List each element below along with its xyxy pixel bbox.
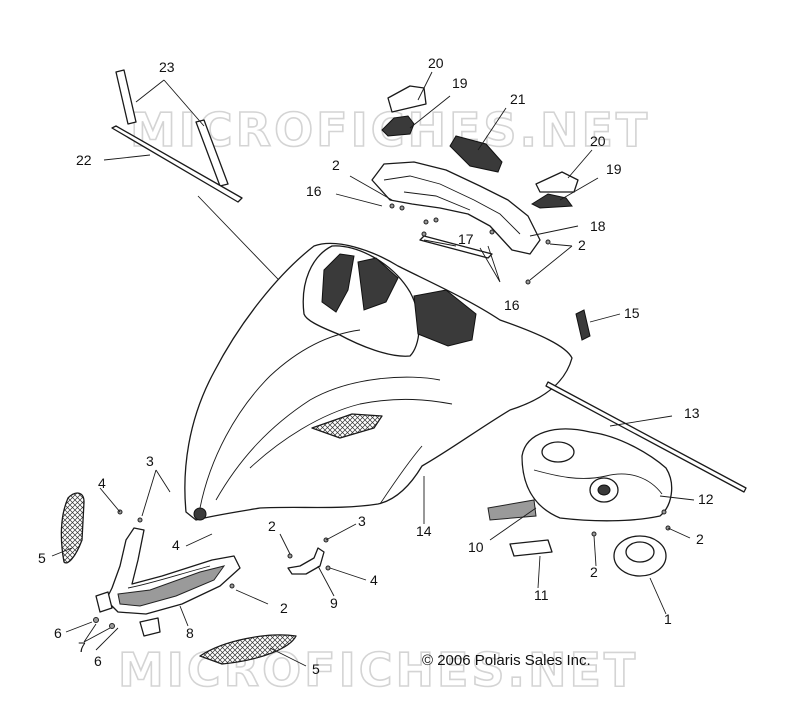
- decal-10: [487, 499, 537, 521]
- rod-17: [419, 235, 493, 259]
- watermark-bottom: MICROFICHES.NET: [118, 643, 638, 697]
- callout-2-tank-right: 2: [696, 531, 704, 547]
- callout-5-lower: 5: [312, 661, 320, 677]
- callout-14: 14: [416, 523, 432, 539]
- bracket-15: [575, 309, 591, 341]
- callout-9: 9: [330, 595, 338, 611]
- windshield-trim-23: [115, 69, 229, 187]
- decal-11: [509, 539, 553, 557]
- gauge-21: [449, 135, 503, 173]
- bumper-8: [93, 509, 241, 637]
- callout-3-mid: 3: [358, 513, 366, 529]
- callout-2-mid: 2: [268, 518, 276, 534]
- gauge-cap-20-left: [387, 85, 427, 113]
- hood-14: [184, 242, 573, 521]
- callout-19-top: 19: [452, 75, 468, 91]
- callout-23: 23: [159, 59, 175, 75]
- gauge-bezel-19-left: [381, 115, 415, 137]
- callout-2-upper: 2: [332, 157, 340, 173]
- screws-upper: [389, 203, 551, 285]
- callout-11: 11: [534, 587, 549, 603]
- callout-21: 21: [510, 91, 526, 107]
- copyright-notice: © 2006 Polaris Sales Inc.: [422, 652, 591, 669]
- linkage-9: [287, 537, 331, 575]
- grommet-1: [613, 535, 667, 577]
- callout-6-bottom: 6: [94, 653, 102, 669]
- callout-17: 17: [458, 231, 474, 247]
- callout-4-mid: 4: [370, 572, 378, 588]
- callout-18: 18: [590, 218, 606, 234]
- air-vent-5-left: [60, 492, 85, 564]
- callout-4-left: 4: [172, 537, 180, 553]
- callout-16-upper: 16: [306, 183, 322, 199]
- callout-4-top: 4: [98, 475, 106, 491]
- callout-3-left: 3: [146, 453, 154, 469]
- windshield-trim-22: [111, 125, 243, 203]
- callout-2-tank: 2: [590, 564, 598, 580]
- callout-20-top: 20: [428, 55, 444, 71]
- callout-15: 15: [624, 305, 640, 321]
- callout-1: 1: [664, 611, 672, 627]
- callout-2-right-upper: 2: [578, 237, 586, 253]
- gauge-bezel-19-right: [530, 193, 573, 209]
- rod-13: [545, 381, 747, 493]
- dash-console-18: [371, 161, 541, 255]
- tank-panel-12: [521, 428, 673, 522]
- air-vent-5-lower: [199, 634, 297, 665]
- callout-2-lower: 2: [280, 600, 288, 616]
- callout-10: 10: [468, 539, 484, 555]
- callout-20-right: 20: [590, 133, 606, 149]
- gauge-cap-20-right: [535, 171, 579, 193]
- callout-5-left: 5: [38, 550, 46, 566]
- callout-7: 7: [78, 639, 86, 655]
- callout-8: 8: [186, 625, 194, 641]
- callout-13: 13: [684, 405, 700, 421]
- callout-16-lower: 16: [504, 297, 520, 313]
- callout-19-right: 19: [606, 161, 622, 177]
- callout-12: 12: [698, 491, 714, 507]
- callout-22: 22: [76, 152, 92, 168]
- callout-6-top: 6: [54, 625, 62, 641]
